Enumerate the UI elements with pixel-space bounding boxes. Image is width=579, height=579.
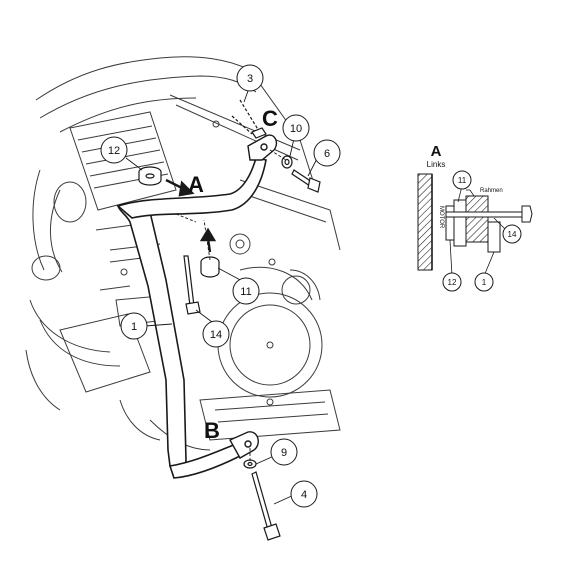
washer-10 xyxy=(281,155,293,169)
svg-text:14: 14 xyxy=(210,329,222,341)
svg-text:3: 3 xyxy=(247,73,253,85)
bracket-b xyxy=(229,431,259,459)
bolt-6 xyxy=(291,169,321,193)
letter-a: A xyxy=(188,172,204,197)
letter-b: B xyxy=(204,418,220,443)
detail-bolt-14 xyxy=(445,211,523,218)
detail-callout-1: 1 xyxy=(474,272,494,292)
svg-text:6: 6 xyxy=(324,148,330,160)
spacer-11 xyxy=(200,256,220,278)
svg-text:1: 1 xyxy=(482,278,487,287)
callout-11: 11 xyxy=(232,277,260,305)
hardware xyxy=(138,99,321,541)
detail-a: A Links MOTOR Rahmen 11 xyxy=(417,143,533,292)
callout-1: 1 xyxy=(120,312,148,340)
svg-text:14: 14 xyxy=(508,230,517,239)
callout-9: 9 xyxy=(270,438,298,466)
callout-3: 3 xyxy=(236,64,264,92)
bolt-14 xyxy=(183,255,201,315)
letter-c: C xyxy=(262,106,278,131)
callout-4: 4 xyxy=(290,480,318,508)
detail-title: A xyxy=(431,143,442,160)
svg-text:12: 12 xyxy=(448,278,457,287)
arrows xyxy=(165,178,217,253)
svg-text:1: 1 xyxy=(131,321,137,333)
svg-text:11: 11 xyxy=(240,286,251,298)
detail-subtitle: Links xyxy=(427,160,446,169)
rahmen-label: Rahmen xyxy=(480,188,503,194)
detail-callout-11: 11 xyxy=(452,170,472,190)
callout-12: 12 xyxy=(100,136,128,164)
svg-text:9: 9 xyxy=(281,447,287,459)
crash-bar xyxy=(116,157,267,479)
detail-callout-14: 14 xyxy=(502,224,522,244)
detail-bar-1 xyxy=(487,221,501,253)
callout-10: 10 xyxy=(282,114,310,142)
callout-14: 14 xyxy=(202,320,230,348)
bracket-c xyxy=(247,134,278,161)
svg-text:12: 12 xyxy=(108,145,120,157)
motor-wall xyxy=(417,173,433,271)
motor-label: MOTOR xyxy=(438,206,444,229)
bolt-4 xyxy=(251,471,281,541)
washer-9 xyxy=(243,459,257,469)
engine-sketch xyxy=(25,56,341,451)
callout-6: 6 xyxy=(313,139,341,167)
svg-text:11: 11 xyxy=(458,176,467,185)
detail-spacer-11 xyxy=(453,199,467,247)
spacer-12 xyxy=(138,166,162,186)
svg-text:10: 10 xyxy=(290,123,302,135)
detail-spacer-12 xyxy=(445,205,455,241)
detail-callout-12: 12 xyxy=(442,272,462,292)
svg-text:4: 4 xyxy=(301,489,307,501)
frame-block xyxy=(465,195,489,243)
